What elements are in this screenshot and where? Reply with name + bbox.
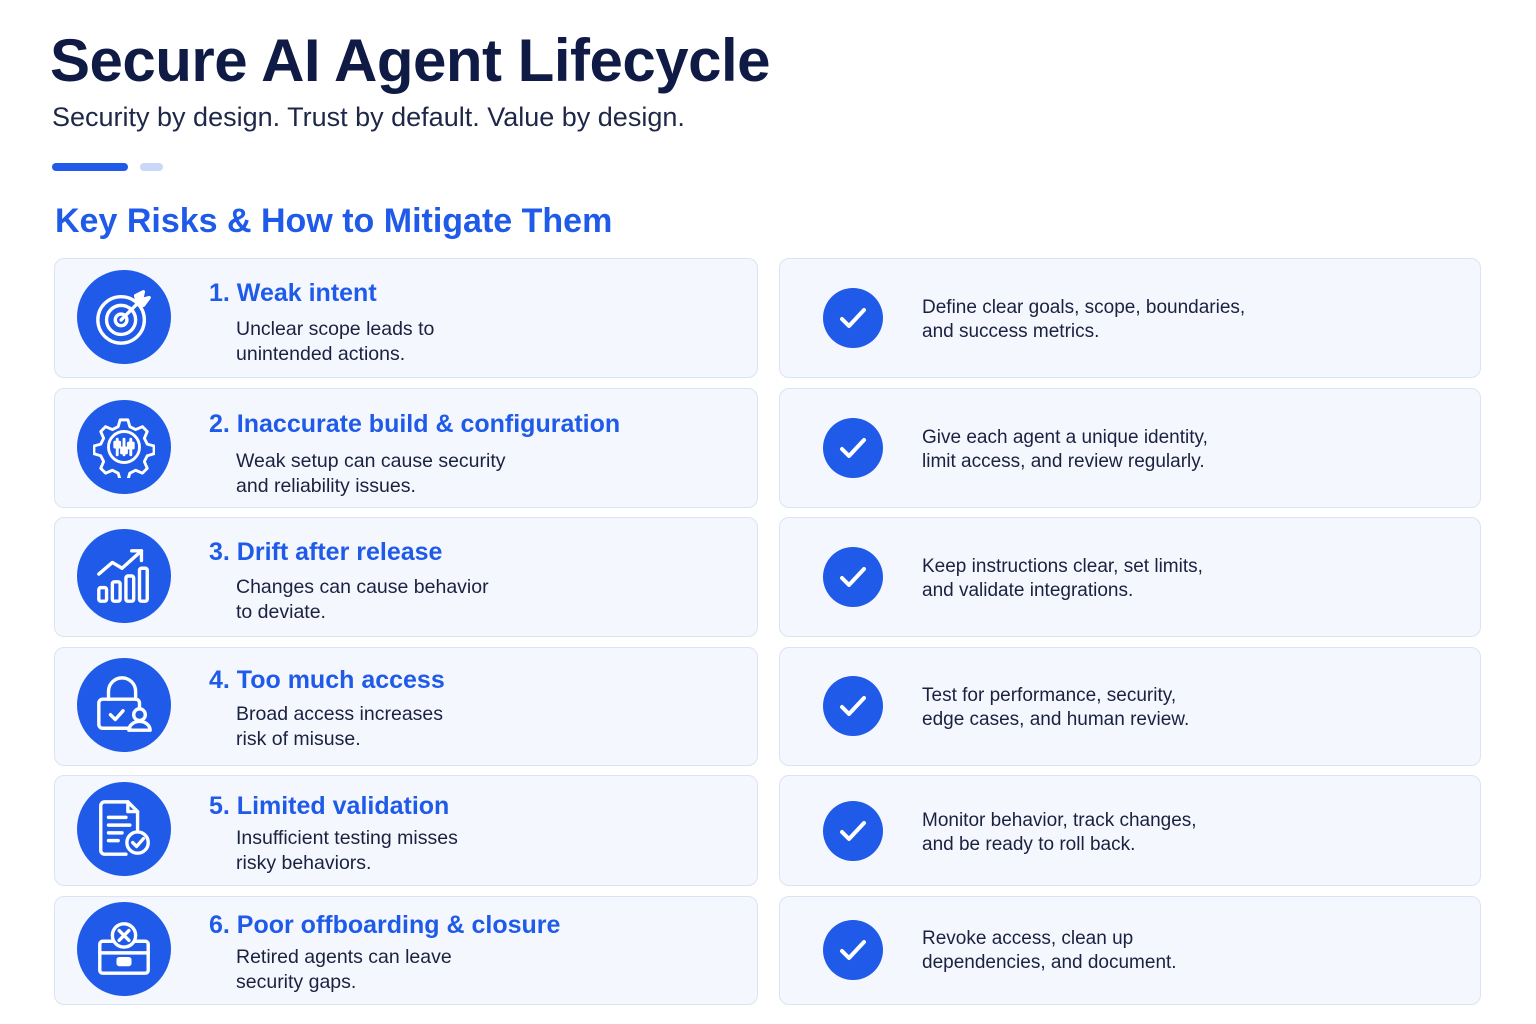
- checkmark-icon: [823, 801, 883, 861]
- trend-chart-icon: [77, 529, 171, 623]
- mitigation-card: Define clear goals, scope, boundaries, a…: [779, 258, 1481, 378]
- accent-bar-primary: [52, 163, 128, 171]
- mitigation-card: Keep instructions clear, set limits, and…: [779, 517, 1481, 637]
- mitigation-text: Give each agent a unique identity, limit…: [922, 427, 1208, 472]
- checkmark-icon: [823, 288, 883, 348]
- mitigation-card: Give each agent a unique identity, limit…: [779, 388, 1481, 508]
- risk-title: 5. Limited validation: [209, 792, 450, 820]
- risk-title: 3. Drift after release: [209, 538, 443, 566]
- risk-description: Insufficient testing misses risky behavi…: [236, 827, 458, 874]
- mitigation-text: Keep instructions clear, set limits, and…: [922, 556, 1203, 601]
- lock-user-icon: [77, 658, 171, 752]
- risk-card-drift: 3. Drift after release Changes can cause…: [54, 517, 758, 637]
- checkmark-icon: [823, 676, 883, 736]
- risk-description: Broad access increases risk of misuse.: [236, 703, 444, 750]
- mitigation-text: Define clear goals, scope, boundaries, a…: [922, 297, 1246, 342]
- risk-title: 6. Poor offboarding & closure: [209, 911, 561, 939]
- mitigation-text: Test for performance, security, edge cas…: [922, 685, 1190, 730]
- risk-title: 1. Weak intent: [209, 279, 377, 307]
- section-heading: Key Risks & How to Mitigate Them: [55, 202, 613, 240]
- checkmark-icon: [823, 418, 883, 478]
- mitigation-text: Revoke access, clean up dependencies, an…: [922, 928, 1177, 973]
- risk-title: 4. Too much access: [209, 666, 445, 694]
- risk-title: 2. Inaccurate build & configuration: [209, 410, 621, 438]
- risk-description: Retired agents can leave security gaps.: [236, 946, 452, 993]
- risk-description: Weak setup can cause security and reliab…: [236, 450, 506, 497]
- risk-card-too-much-access: 4. Too much access Broad access increase…: [54, 647, 758, 766]
- risk-card-weak-intent: 1. Weak intent Unclear scope leads to un…: [54, 258, 758, 378]
- mitigation-card: Revoke access, clean up dependencies, an…: [779, 896, 1481, 1005]
- checkmark-icon: [823, 920, 883, 980]
- page-subtitle: Security by design. Trust by default. Va…: [52, 102, 685, 132]
- document-check-icon: [77, 782, 171, 876]
- accent-bar-secondary: [140, 163, 163, 171]
- target-icon: [77, 270, 171, 364]
- mitigation-card: Monitor behavior, track changes, and be …: [779, 775, 1481, 886]
- mitigation-text: Monitor behavior, track changes, and be …: [922, 810, 1197, 855]
- risk-card-offboarding: 6. Poor offboarding & closure Retired ag…: [54, 896, 758, 1005]
- risk-card-build-configuration: 2. Inaccurate build & configuration Weak…: [54, 388, 758, 508]
- gear-sliders-icon: [77, 400, 171, 494]
- mitigation-card: Test for performance, security, edge cas…: [779, 647, 1481, 766]
- risk-description: Changes can cause behavior to deviate.: [236, 576, 489, 623]
- page-title: Secure AI Agent Lifecycle: [50, 27, 770, 94]
- box-x-icon: [77, 902, 171, 996]
- risk-card-limited-validation: 5. Limited validation Insufficient testi…: [54, 775, 758, 886]
- risk-description: Unclear scope leads to unintended action…: [236, 318, 435, 365]
- checkmark-icon: [823, 547, 883, 607]
